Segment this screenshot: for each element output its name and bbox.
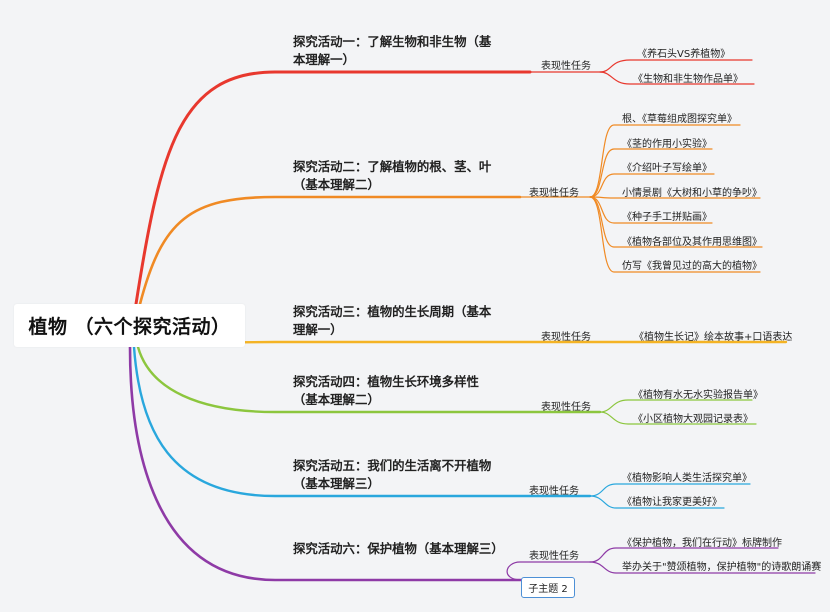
branch-2-item-6[interactable]: 《植物各部位及其作用思维图》 — [622, 237, 762, 248]
branch-2-item-3[interactable]: 《介绍叶子写绘单》 — [622, 163, 712, 174]
branch-2-item-7-line — [589, 196, 761, 273]
branch-2-title[interactable]: 探究活动二：了解植物的根、茎、叶（基本理解二） — [293, 159, 492, 192]
branch-2-item-1-line — [589, 124, 741, 198]
branch-1-item-2[interactable]: 《生物和非生物作品单》 — [633, 74, 743, 85]
branch-2-item-7[interactable]: 仿写《我曾见过的高大的植物》 — [622, 261, 762, 272]
branch-6-task[interactable]: 表现性任务 — [529, 551, 579, 562]
branch-5-item-2-line — [589, 495, 725, 509]
branch-4-item-1[interactable]: 《植物有水无水实验报告单》 — [633, 390, 763, 401]
branch-2-item-1[interactable]: 根、《草莓组成图探究单》 — [622, 114, 737, 125]
branch-2-item-2-line — [589, 148, 713, 198]
branch-2-item-5[interactable]: 《种子手工拼贴画》 — [622, 212, 712, 223]
branch-5-item-1[interactable]: 《植物影响人类生活探究单》 — [622, 473, 752, 484]
branch-1-task[interactable]: 表现性任务 — [541, 61, 591, 72]
branch-2-task[interactable]: 表现性任务 — [529, 188, 579, 199]
branch-3-task[interactable]: 表现性任务 — [541, 332, 591, 343]
branch-6-item-2[interactable]: 举办关于"赞颂植物，保护植物"的诗歌朗诵赛 — [622, 562, 822, 573]
branch-6-item-1-line — [589, 547, 779, 563]
branch-6-item-2-line — [589, 561, 816, 574]
branch-1-item-1-line — [599, 59, 753, 73]
branch-2-connector — [138, 195, 522, 306]
branch-4-task[interactable]: 表现性任务 — [541, 402, 591, 413]
branch-1-connector — [134, 70, 532, 306]
branch-4-connector — [136, 345, 602, 414]
branch-4-title[interactable]: 探究活动四：植物生长环境多样性（基本理解二） — [293, 374, 479, 407]
branch-2-item-4[interactable]: 小情景剧《大树和小草的争吵》 — [622, 188, 762, 199]
branch-5-item-1-line — [589, 483, 751, 497]
floating-subtopic[interactable]: 子主题 2 — [521, 577, 575, 598]
branch-6-title[interactable]: 探究活动六：保护植物（基本理解三） — [293, 541, 504, 556]
branch-5-item-2[interactable]: 《植物让我家更美好》 — [622, 497, 722, 508]
branch-4-item-2[interactable]: 《小区植物大观园记录表》 — [633, 414, 753, 425]
branch-6-connector — [128, 345, 524, 582]
branch-6-item-1[interactable]: 《保护植物，我们在行动》标牌制作 — [622, 538, 782, 549]
branch-1-item-1[interactable]: 《养石头VS养植物》 — [637, 49, 731, 60]
branch-3-item-1[interactable]: 《植物生长记》绘本故事+口语表达 — [634, 332, 793, 343]
branch-4-item-1-line — [599, 399, 753, 413]
branch-5-task[interactable]: 表现性任务 — [529, 486, 579, 497]
branch-5-title[interactable]: 探究活动五：我们的生活离不开植物（基本理解三） — [293, 458, 492, 491]
branch-2-item-4-line — [589, 196, 761, 199]
branch-3-title[interactable]: 探究活动三：植物的生长周期（基本理解一） — [293, 304, 492, 337]
root-topic[interactable]: 植物 （六个探究活动） — [14, 304, 245, 347]
branch-1-title[interactable]: 探究活动一：了解生物和非生物（基本理解一） — [293, 34, 492, 67]
branch-5-connector — [132, 345, 592, 498]
branch-2-item-2[interactable]: 《茎的作用小实验》 — [622, 139, 712, 150]
branch-1-item-2-line — [599, 71, 755, 85]
branch-6-task-line — [506, 561, 591, 581]
branch-4-item-2-line — [599, 411, 757, 425]
branch-2-item-3-line — [589, 173, 715, 198]
